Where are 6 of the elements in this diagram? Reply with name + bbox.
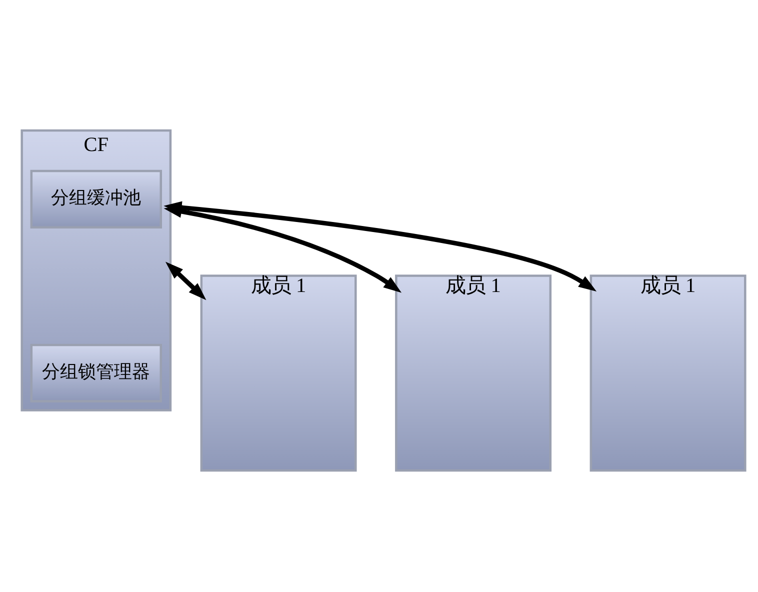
node-box: 成员 1 [590,274,746,472]
node-box: 分组缓冲池 [30,170,162,228]
arrow [165,262,206,300]
node-box: 成员 1 [395,274,552,472]
node-box: 成员 1 [200,274,357,472]
node-box: 分组锁管理器 [30,344,162,402]
